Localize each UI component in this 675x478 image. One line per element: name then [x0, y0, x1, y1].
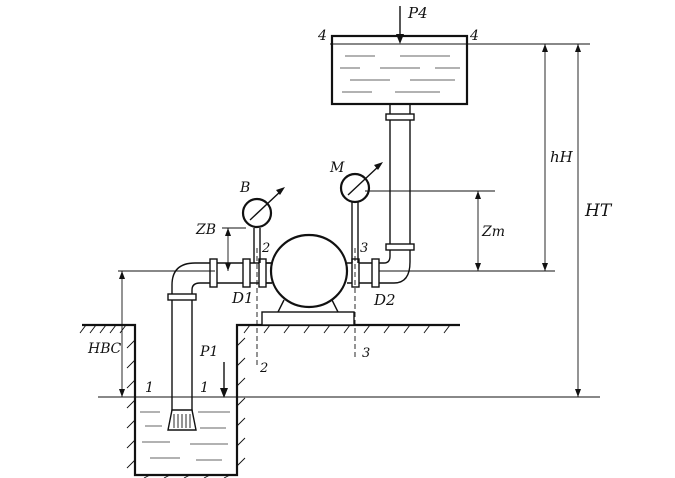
- tank-left-section-label: 4: [317, 28, 327, 44]
- p1-label: P1: [199, 344, 218, 360]
- hn-label: hН: [550, 148, 574, 166]
- p1-arrowhead: [220, 388, 228, 398]
- zm-label: Zm: [481, 224, 505, 240]
- pressure-gauge-m: [339, 162, 383, 263]
- suction-pipe: [167, 258, 272, 431]
- pump: [258, 233, 380, 326]
- ground: [79, 323, 460, 478]
- d2-label: D2: [373, 291, 396, 309]
- section-3-top-label: 3: [360, 241, 368, 256]
- gauge-m-label: M: [329, 160, 345, 176]
- tank-right-section-label: 4: [469, 28, 479, 44]
- discharge-pipe: [379, 104, 415, 284]
- level-1-right-label: 1: [200, 380, 209, 396]
- zb-label: ZB: [195, 222, 216, 238]
- level-1-left-label: 1: [145, 380, 154, 396]
- ht-label: HT: [584, 201, 613, 221]
- section-2-bottom-label: 2: [259, 361, 268, 376]
- sump-water: [140, 411, 230, 461]
- gauge-b-label: B: [239, 180, 250, 196]
- section-2-top-label: 2: [261, 241, 270, 256]
- upper-tank: [330, 34, 470, 106]
- section-3-bottom-label: 3: [362, 346, 370, 361]
- p4-label: P4: [407, 4, 428, 22]
- p4-arrowhead: [396, 34, 404, 44]
- d1-label: D1: [231, 289, 254, 307]
- hbs-label: HВС: [87, 341, 121, 357]
- vacuum-gauge-b: [241, 187, 285, 263]
